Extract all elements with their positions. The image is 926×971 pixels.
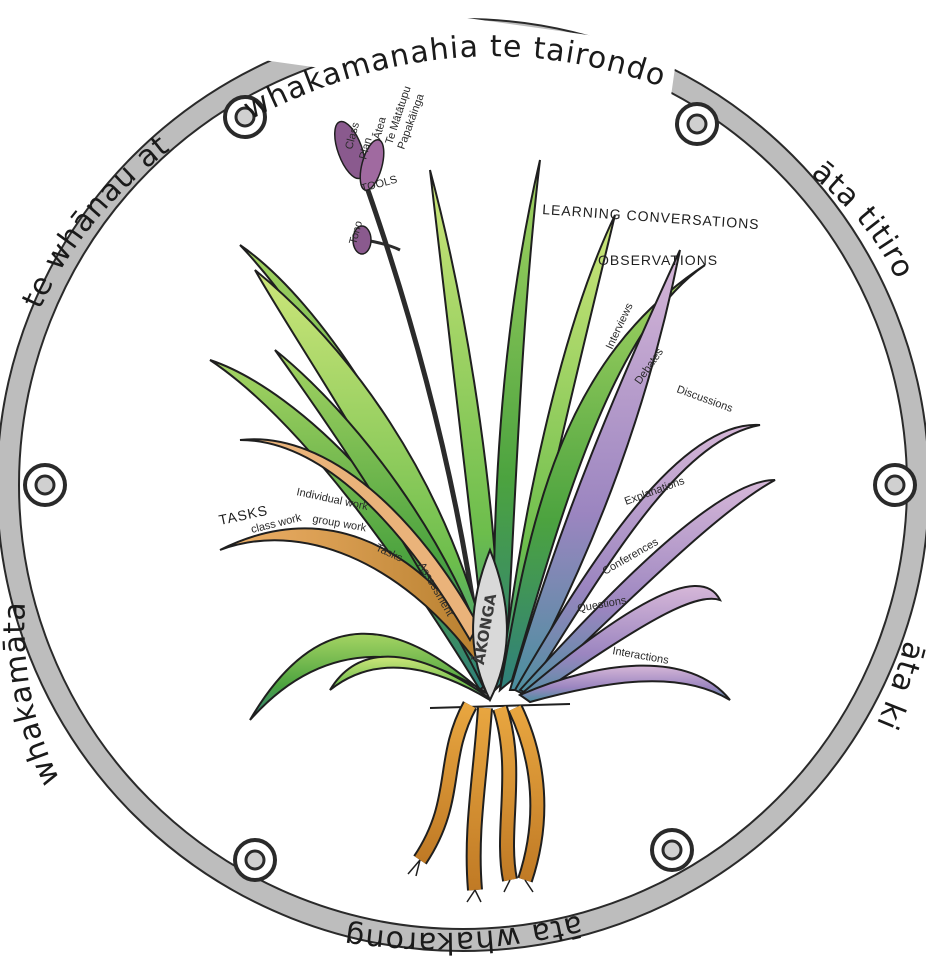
roots xyxy=(408,704,570,902)
koru-curl-right xyxy=(875,465,915,505)
koru-curl-bottom-left xyxy=(235,840,275,880)
observation-item-discussions: Discussions xyxy=(675,384,735,416)
observations-label: OBSERVATIONS xyxy=(598,252,718,268)
learning-conversations-label: LEARNING CONVERSATIONS xyxy=(542,201,760,232)
koru-curl-top-right xyxy=(677,104,717,144)
ring-label-upper-left: te whānau atu xyxy=(0,0,176,313)
koru-curl-bottom-right xyxy=(652,830,692,870)
koru-curl-left xyxy=(25,465,65,505)
observation-item-interactions: Interactions xyxy=(611,645,670,667)
